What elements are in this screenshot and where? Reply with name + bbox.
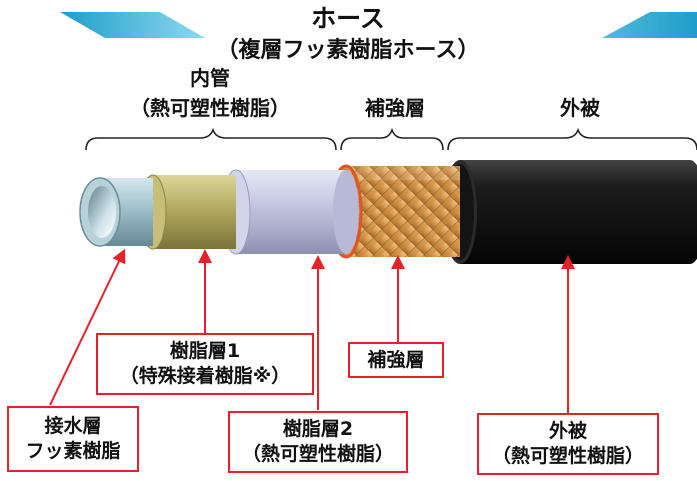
callout-outer-cover-title: 外被 [548, 420, 587, 443]
layer-water-contact [79, 177, 153, 247]
bracket-reinforcement [340, 127, 444, 151]
callout-resin-layer-1: 樹脂層1 （特殊接着樹脂※） [96, 333, 314, 395]
header-inner-tube: 内管 [190, 66, 230, 90]
layer-outer-cover [443, 160, 697, 264]
layer-resin-1 [139, 174, 236, 250]
callout-outer-cover: 外被 （熱可塑性樹脂） [477, 413, 659, 475]
header-outer-cover: 外被 [560, 96, 600, 120]
callout-water-contact-title: 接水層 [44, 415, 102, 438]
callout-resin-layer-2: 樹脂層2 （熱可塑性樹脂） [228, 411, 408, 473]
layer-resin-2 [221, 169, 359, 255]
page-subtitle: （複層フッ素樹脂ホース） [216, 38, 480, 63]
callout-resin-layer-2-detail: （熱可塑性樹脂） [241, 443, 394, 465]
bracket-inner-tube [85, 127, 337, 151]
callout-resin-layer-2-title: 樹脂層2 [282, 418, 354, 441]
header-reinforcement: 補強層 [365, 96, 425, 120]
arrow-water-contact [49, 248, 126, 406]
callout-water-contact: 接水層 フッ素樹脂 [7, 406, 139, 472]
bracket-outer-cover [447, 127, 697, 151]
banner-left [60, 12, 205, 38]
callout-reinforcement: 補強層 [348, 342, 444, 378]
banner-right [492, 12, 697, 38]
callout-outer-cover-detail: （熱可塑性樹脂） [491, 445, 644, 467]
callout-resin-layer-1-title: 樹脂層1 [169, 340, 241, 363]
callout-resin-layer-1-detail: （特殊接着樹脂※） [119, 365, 291, 387]
page-title: ホース [311, 4, 385, 33]
header-inner-tube-sub: （熱可塑性樹脂） [130, 96, 290, 120]
callout-reinforcement-title: 補強層 [367, 348, 425, 371]
callout-water-contact-detail: フッ素樹脂 [25, 440, 121, 462]
